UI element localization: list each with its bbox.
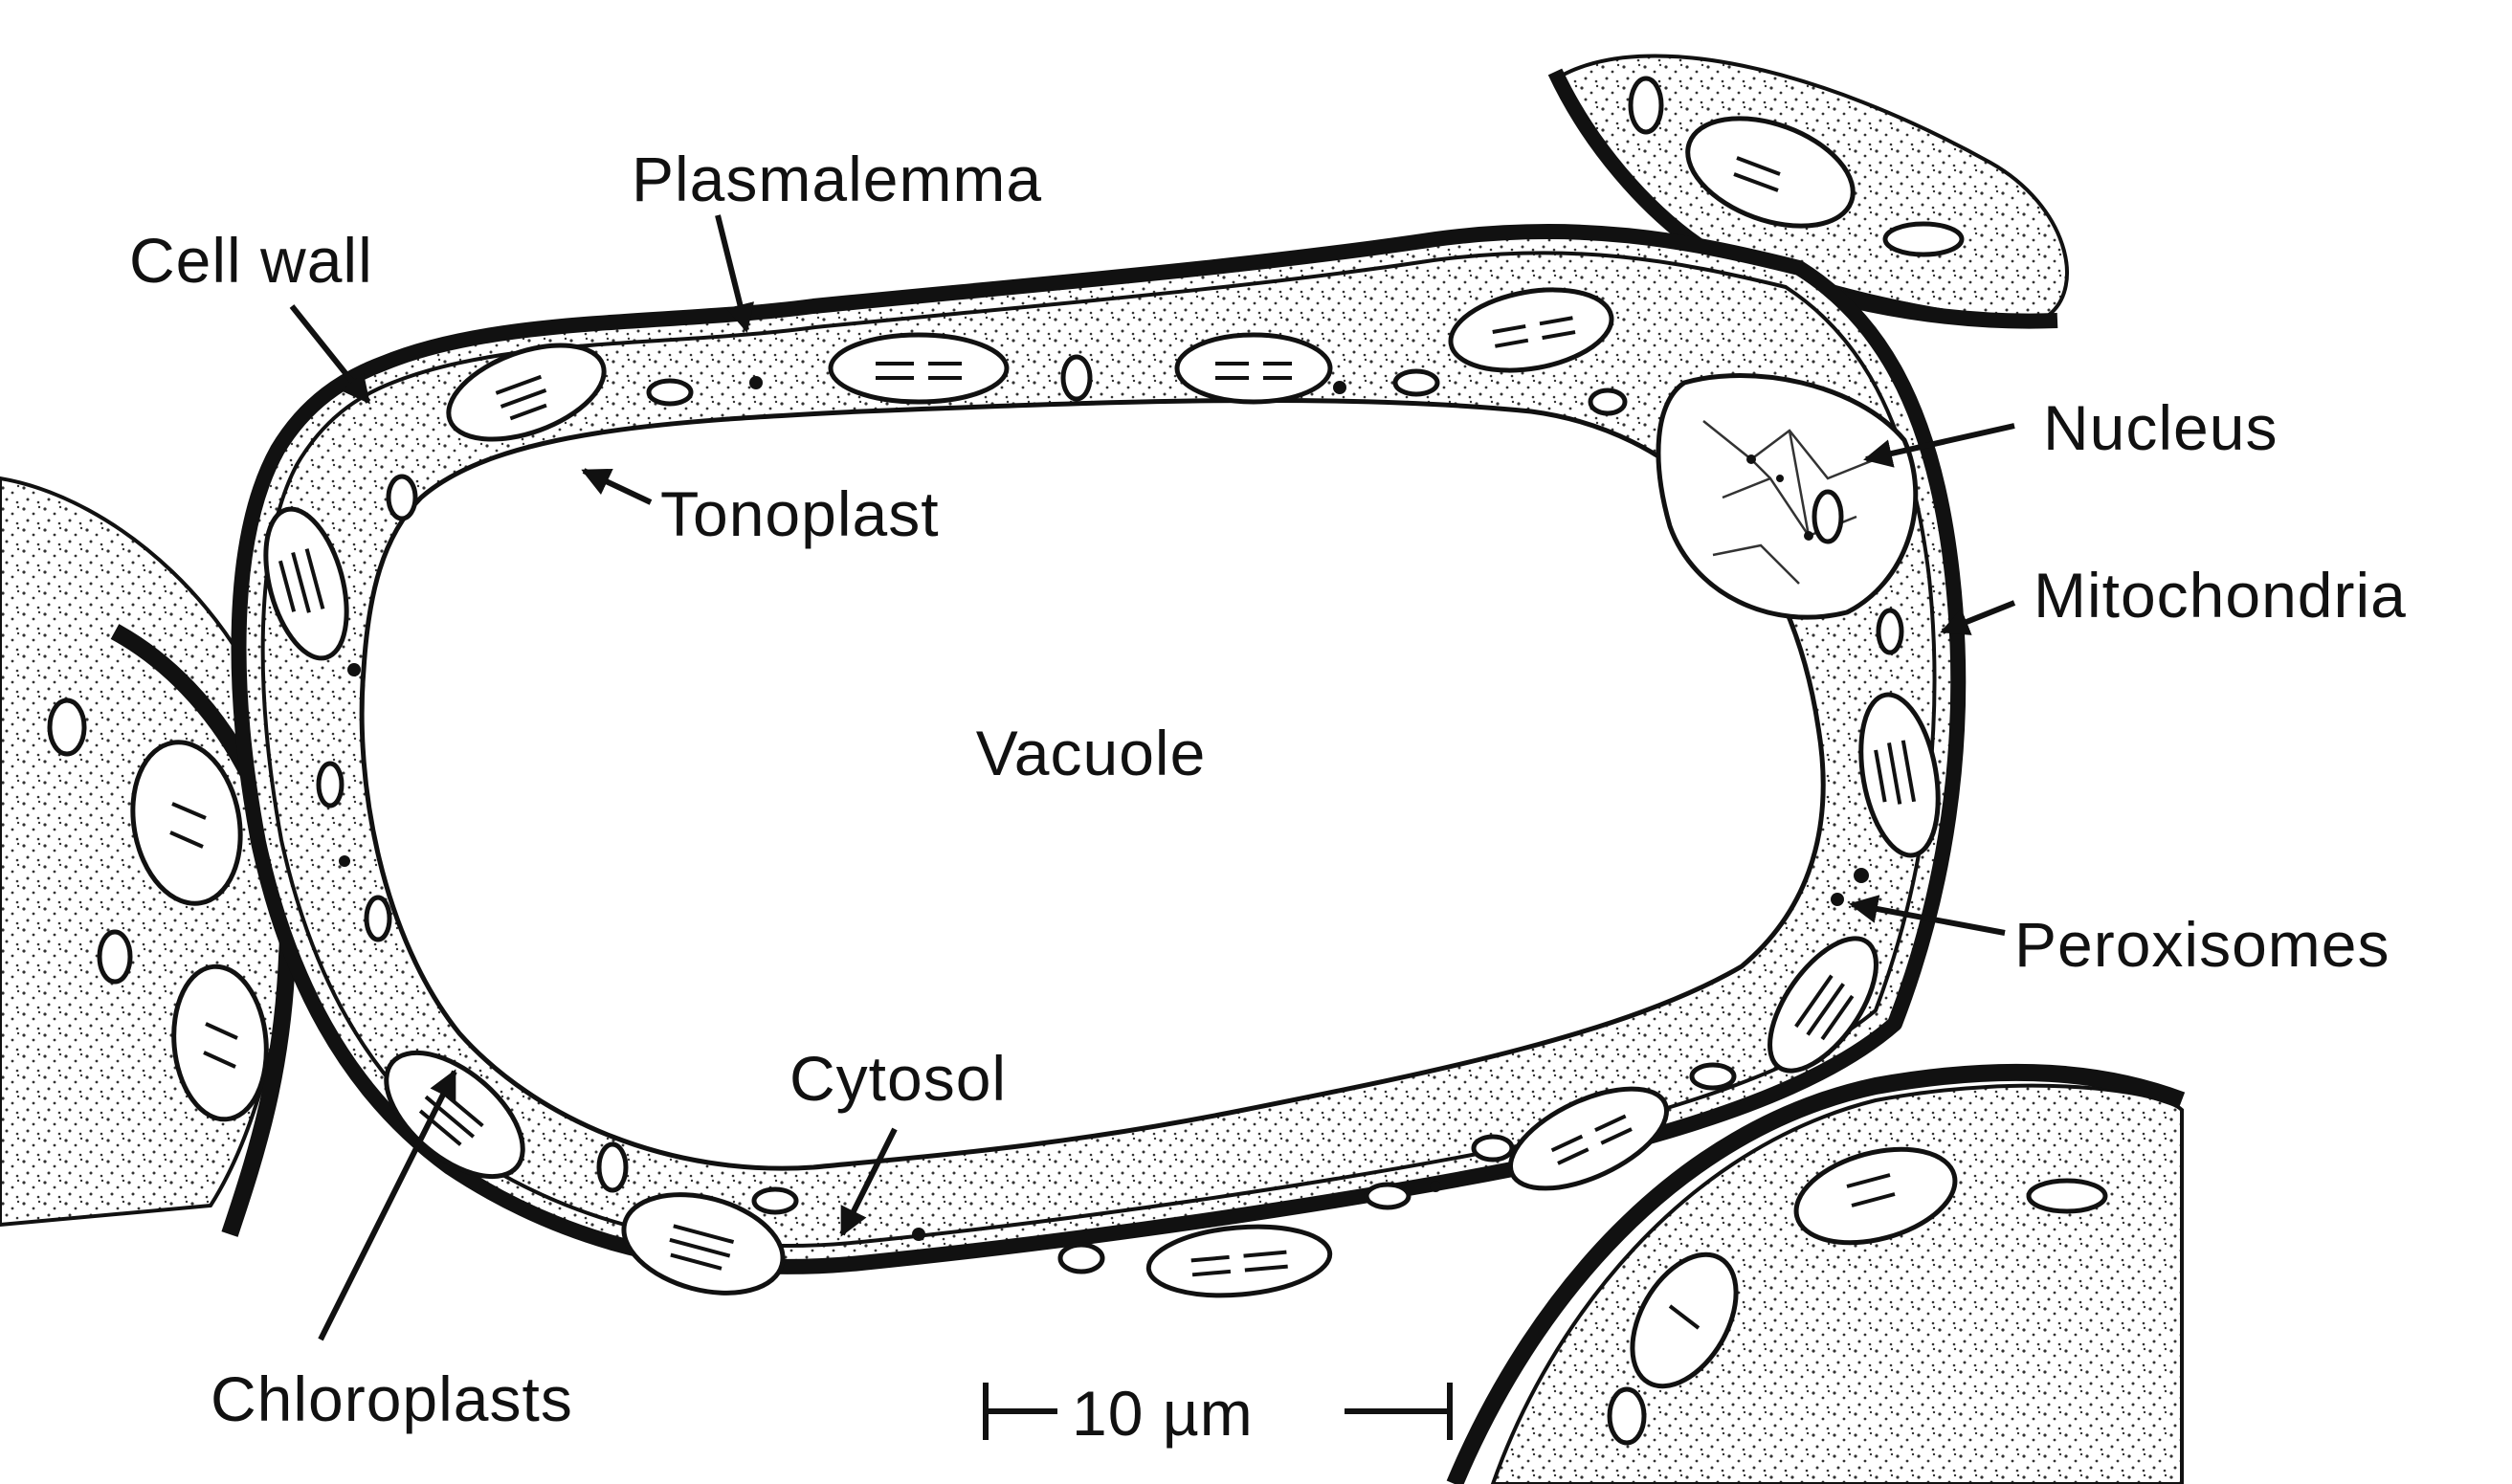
label-peroxisomes: Peroxisomes — [2014, 909, 2390, 980]
label-nucleus: Nucleus — [2043, 392, 2278, 463]
label-plasmalemma: Plasmalemma — [632, 144, 1042, 214]
label-mitochondria: Mitochondria — [2034, 560, 2407, 631]
label-cell-wall: Cell wall — [129, 225, 373, 296]
label-chloroplasts: Chloroplasts — [211, 1363, 573, 1434]
scale-bar-label: 10 µm — [1072, 1378, 1254, 1449]
label-vacuole: Vacuole — [976, 718, 1207, 788]
label-cytosol: Cytosol — [789, 1043, 1007, 1114]
label-tonoplast: Tonoplast — [660, 478, 940, 549]
scale-bar: 10 µm — [986, 1378, 1450, 1449]
